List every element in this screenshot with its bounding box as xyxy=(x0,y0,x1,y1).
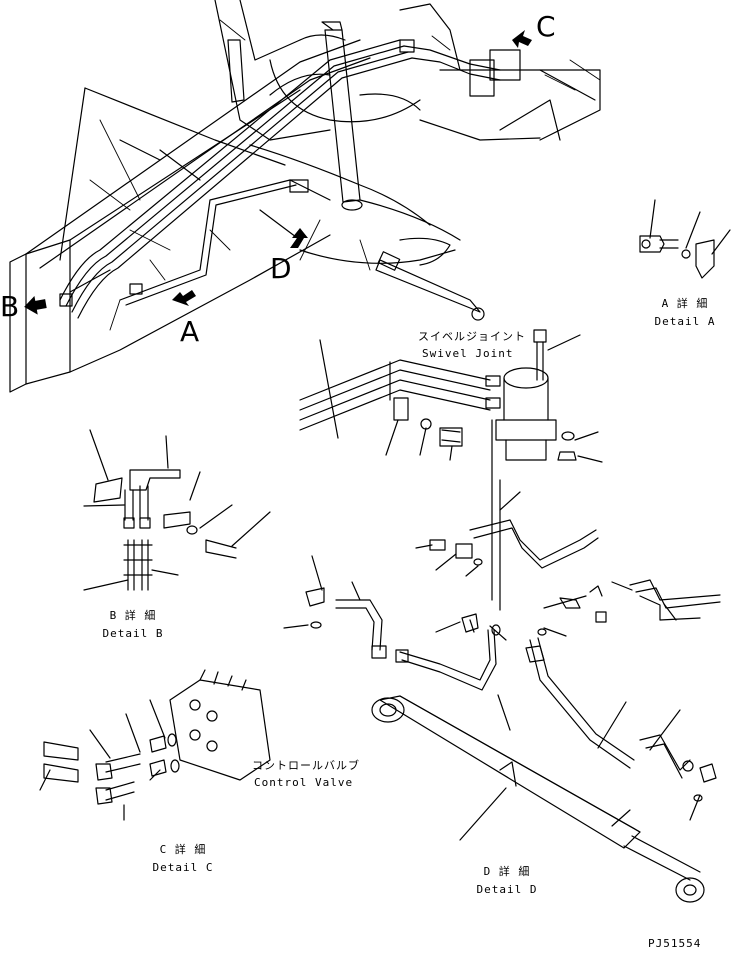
upper-leader-lines xyxy=(89,19,601,331)
detail-a-title-en: Detail A xyxy=(654,315,716,328)
detail-b-parts xyxy=(83,429,271,591)
view-letter-c: C xyxy=(536,10,556,43)
detail-b-title-en: Detail B xyxy=(102,627,164,640)
control-valve-parts xyxy=(39,669,271,821)
swivel-joint-label-jp: スイベルジョイント xyxy=(418,330,526,343)
detail-d-title-en: Detail D xyxy=(476,883,538,896)
detail-a-parts xyxy=(639,199,731,279)
detail-c-title-en: Detail C xyxy=(152,861,214,874)
machine-frame xyxy=(9,0,601,393)
view-arrows xyxy=(24,30,532,315)
view-letter-a: A xyxy=(180,315,200,348)
view-letter-d: D xyxy=(270,252,292,285)
detail-a-title-jp: A 詳 細 xyxy=(661,297,709,310)
control-valve-label-en: Control Valve xyxy=(254,776,354,789)
swivel-joint-label-en: Swivel Joint xyxy=(422,347,514,360)
frame-hydraulic-lines xyxy=(59,39,521,319)
detail-d-parts xyxy=(283,419,721,903)
swivel-joint-area xyxy=(299,329,603,463)
control-valve-label-jp: コントロールバルブ xyxy=(252,759,360,772)
drawing-number: PJ51554 xyxy=(648,937,702,950)
detail-b-title-jp: B 詳 細 xyxy=(109,609,157,622)
detail-c-title-jp: C 詳 細 xyxy=(159,843,207,856)
view-letter-b: B xyxy=(0,290,20,323)
detail-d-title-jp: D 詳 細 xyxy=(483,865,531,878)
